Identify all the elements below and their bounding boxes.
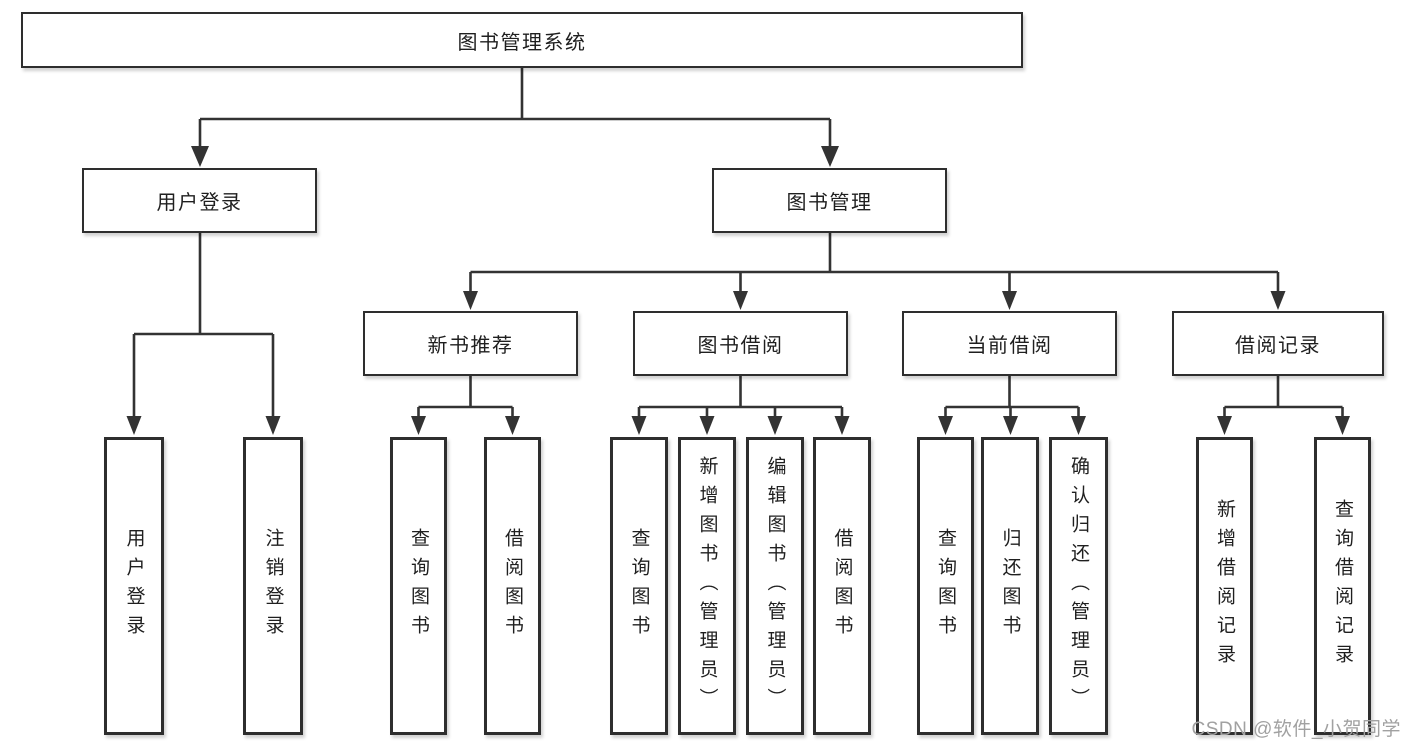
leaf-confirm-return-admin-label: 确认归还（管理员） — [1068, 455, 1089, 717]
node-root: 图书管理系统 — [21, 12, 1023, 68]
node-book-management-label: 图书管理 — [786, 192, 873, 214]
connector-borrow-record-to-leaves — [1223, 376, 1344, 420]
node-current-borrowing-label: 当前借阅 — [966, 335, 1053, 357]
leaf-query-books-1: 查询图书 — [390, 437, 447, 735]
node-book-management: 图书管理 — [712, 168, 947, 233]
arrow-icon — [126, 416, 142, 435]
connector-root-to-level2 — [198, 68, 832, 150]
arrow-icon — [1003, 416, 1018, 435]
leaf-query-books-1-label: 查询图书 — [408, 528, 429, 644]
node-borrow-records-label: 借阅记录 — [1235, 335, 1321, 357]
leaf-user-login: 用户登录 — [104, 437, 164, 735]
leaf-query-books-2: 查询图书 — [610, 437, 668, 735]
arrow-icon — [1071, 416, 1086, 435]
leaf-borrow-books-1: 借阅图书 — [484, 437, 541, 735]
leaf-add-books-admin-label: 新增图书（管理员） — [696, 455, 718, 717]
leaf-return-books: 归还图书 — [981, 437, 1039, 735]
connector-new-book-to-leaves — [417, 376, 514, 420]
node-borrow-records: 借阅记录 — [1172, 311, 1384, 376]
node-new-book-recommend-label: 新书推荐 — [427, 335, 514, 357]
node-book-borrowing-label: 图书借阅 — [697, 335, 784, 357]
leaf-edit-books-admin-label: 编辑图书（管理员） — [764, 455, 786, 717]
connector-user-login-to-leaves — [132, 233, 275, 420]
leaf-return-books-label: 归还图书 — [999, 528, 1021, 644]
arrow-icon — [411, 416, 426, 435]
leaf-add-borrow-record: 新增借阅记录 — [1196, 437, 1253, 735]
leaf-confirm-return-admin: 确认归还（管理员） — [1049, 437, 1108, 735]
arrow-icon — [631, 416, 647, 435]
leaf-add-books-admin: 新增图书（管理员） — [678, 437, 736, 735]
node-book-borrowing: 图书借阅 — [633, 311, 848, 376]
leaf-logout-label: 注销登录 — [262, 528, 284, 644]
leaf-logout: 注销登录 — [243, 437, 303, 735]
leaf-edit-books-admin: 编辑图书（管理员） — [746, 437, 804, 735]
connector-current-borrow-to-leaves — [944, 376, 1080, 420]
leaf-user-login-label: 用户登录 — [123, 528, 145, 644]
node-current-borrowing: 当前借阅 — [902, 311, 1117, 376]
leaf-query-books-3: 查询图书 — [917, 437, 974, 735]
leaf-borrow-books-1-label: 借阅图书 — [502, 528, 523, 644]
leaf-query-borrow-record-label: 查询借阅记录 — [1332, 499, 1353, 673]
arrow-icon — [767, 416, 783, 435]
arrow-icon — [463, 291, 478, 310]
leaf-add-borrow-record-label: 新增借阅记录 — [1214, 499, 1235, 673]
arrow-icon — [733, 291, 748, 310]
connector-book-borrow-to-leaves — [637, 376, 844, 420]
arrow-icon — [699, 416, 715, 435]
arrow-icon — [1217, 416, 1232, 435]
arrow-icon — [1270, 291, 1286, 310]
arrow-icon — [1002, 291, 1017, 310]
arrow-icon — [834, 416, 850, 435]
node-user-login-label: 用户登录 — [156, 192, 243, 214]
leaf-borrow-books-2: 借阅图书 — [813, 437, 871, 735]
leaf-query-books-2-label: 查询图书 — [628, 528, 650, 644]
leaf-borrow-books-2-label: 借阅图书 — [831, 528, 853, 644]
arrow-icon — [505, 416, 520, 435]
node-root-label: 图书管理系统 — [457, 31, 587, 54]
csdn-watermark: CSDN @软件_小贺同学 — [1191, 719, 1401, 740]
leaf-query-books-3-label: 查询图书 — [935, 528, 956, 644]
node-user-login: 用户登录 — [82, 168, 317, 233]
connector-book-mgmt-to-level3 — [469, 233, 1280, 295]
arrow-icon — [265, 416, 281, 435]
arrow-icon — [938, 416, 953, 435]
node-new-book-recommend: 新书推荐 — [363, 311, 578, 376]
arrow-icon — [191, 146, 209, 167]
arrow-icon — [821, 146, 839, 167]
arrow-icon — [1335, 416, 1350, 435]
leaf-query-borrow-record: 查询借阅记录 — [1314, 437, 1371, 735]
